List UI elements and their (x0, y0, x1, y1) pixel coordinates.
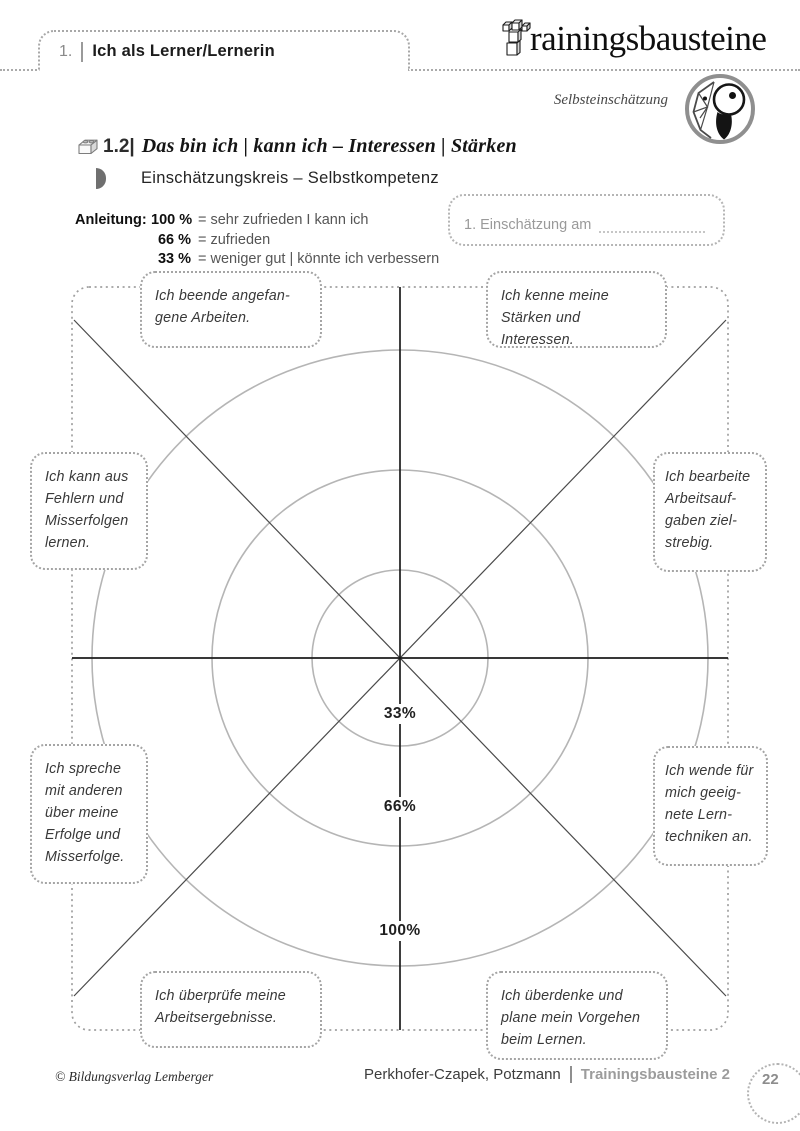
instructions-legend: Anleitung: 100 % = sehr zufrieden I kann… (75, 211, 439, 268)
credit-divider (569, 1066, 572, 1083)
worksheet-subtitle: Einschätzungskreis – Selbstkompetenz (141, 169, 439, 187)
building-blocks-t-icon (502, 19, 531, 56)
legend-desc-100: = sehr zufrieden I kann ich (198, 212, 369, 228)
chapter-number: 1. (59, 42, 73, 60)
heading-number: 1.2| (103, 135, 135, 157)
page-number: 22 (762, 1071, 779, 1088)
spacer (75, 231, 151, 249)
legend-desc-66: = zufrieden (198, 231, 271, 248)
owl-icon (685, 74, 755, 144)
brand-logo: rainingsbausteine (501, 16, 767, 64)
instructions-label: Anleitung: (75, 212, 147, 228)
assessment-date-box: 1. Einschätzung am (448, 194, 725, 246)
statement-bottom-center-left: Ich überprüfe meine Arbeitsergebnisse. (140, 971, 322, 1048)
ring-label-100: 100% (372, 921, 428, 941)
section-heading: 1.2| Das bin ich | kann ich – Interessen… (76, 135, 517, 158)
spacer (75, 250, 151, 268)
statement-bottom-center-right: Ich überdenke und plane mein Vorgehen be… (486, 971, 668, 1060)
half-disc-icon (96, 168, 106, 189)
assessment-date-field[interactable] (599, 216, 705, 233)
brand-logo-text: rainingsbausteine (530, 19, 767, 58)
legend-value-100: 100 % (151, 212, 193, 228)
brand-tagline: Selbsteinschätzung (553, 92, 668, 108)
statement-right: Ich bearbeite Arbeitsauf- gaben ziel- st… (653, 452, 767, 572)
page-number-badge: 22 (747, 1063, 800, 1124)
owl-emblem (683, 72, 757, 151)
statement-left: Ich kann aus Fehlern und Misserfolgen le… (30, 452, 148, 570)
legend-desc-33: = weniger gut | könnte ich verbessern (198, 251, 440, 267)
legend-value-33: 33 % (157, 251, 191, 267)
assessment-date-label: 1. Einschätzung am (464, 217, 592, 233)
ring-label-33: 33% (376, 704, 424, 724)
brick-icon (78, 139, 98, 155)
statement-bottom-right: Ich wende für mich geeig- nete Lern- tec… (653, 746, 768, 866)
tab-divider (81, 41, 84, 62)
subtitle-row: Einschätzungskreis – Selbstkompetenz (96, 168, 439, 189)
statement-top-left: Ich beende angefan- gene Arbeiten. (140, 271, 322, 348)
series-text: Trainingsbausteine 2 (580, 1066, 730, 1083)
chapter-tab: 1. Ich als Lerner/Lernerin (38, 30, 410, 71)
footer-credit: Perkhofer-Czapek, Potzmann Trainingsbaus… (364, 1066, 730, 1083)
ring-label-66: 66% (376, 797, 424, 817)
authors-text: Perkhofer-Czapek, Potzmann (364, 1066, 561, 1083)
heading-title: Das bin ich | kann ich – Interessen | St… (141, 135, 517, 157)
legend-value-66: 66 % (157, 231, 191, 248)
statement-top-right: Ich kenne meine Stärken und Interessen. (486, 271, 667, 348)
chapter-title: Ich als Lerner/Lernerin (92, 42, 275, 60)
copyright-text: © Bildungsverlag Lemberger (55, 1069, 214, 1084)
statement-bottom-left: Ich spreche mit anderen über meine Erfol… (30, 744, 148, 884)
